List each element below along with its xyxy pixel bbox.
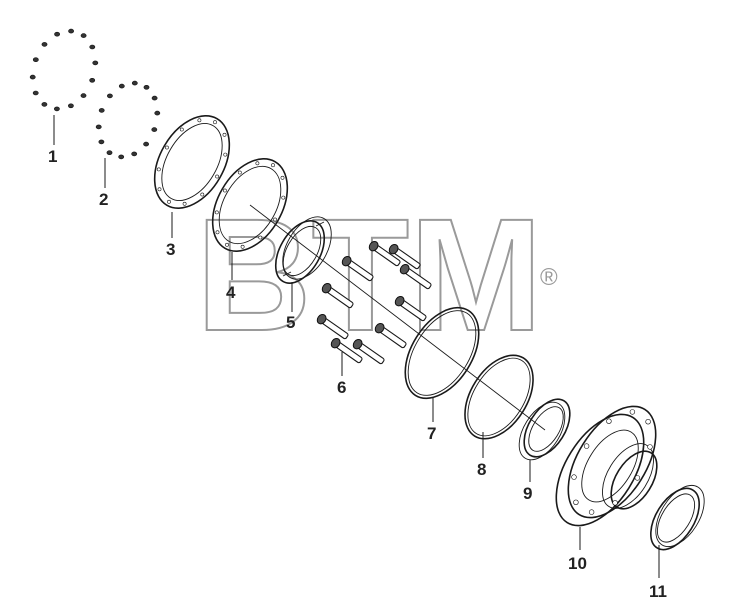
bolt-hole-icon xyxy=(223,152,228,157)
washer-icon xyxy=(131,80,138,86)
callout-4: 4 xyxy=(226,283,236,302)
registered-symbol: ® xyxy=(540,264,558,291)
washer-ring-2-icon xyxy=(95,80,161,160)
bolt-hole-icon xyxy=(214,210,219,215)
washer-icon xyxy=(80,33,87,38)
bolt-hole-icon xyxy=(629,409,636,415)
bolt-hole-icon xyxy=(588,509,595,515)
bolt-hole-icon xyxy=(182,201,187,206)
bolt-hole-icon xyxy=(255,161,260,166)
washer-icon xyxy=(54,31,60,37)
bolt-icon xyxy=(374,322,407,349)
washer-icon xyxy=(32,90,39,96)
bolt-hole-icon xyxy=(167,199,171,204)
callout-1: 1 xyxy=(48,147,57,166)
bolt-icon xyxy=(388,243,421,270)
callout-9: 9 xyxy=(523,484,532,503)
bolt-hole-icon xyxy=(200,192,205,197)
bolt-hole-icon xyxy=(215,230,220,235)
washer-icon xyxy=(29,74,36,80)
bolt-icon xyxy=(341,255,374,282)
wheel-hub-icon xyxy=(555,405,658,527)
callout-3: 3 xyxy=(166,240,175,259)
gasket-icon xyxy=(211,158,289,252)
bolt-hole-icon xyxy=(645,419,651,425)
washer-icon xyxy=(98,139,105,145)
washer-icon xyxy=(98,108,105,113)
bolt-hole-icon xyxy=(197,118,202,123)
bolt-hole-icon xyxy=(240,244,245,249)
washer-icon xyxy=(143,85,150,90)
bolt-hole-icon xyxy=(281,195,286,200)
bolt-hole-icon xyxy=(215,174,220,179)
washer-icon xyxy=(89,78,96,83)
bolt-hole-icon xyxy=(222,132,227,137)
callout-11: 11 xyxy=(649,582,667,601)
washer-icon xyxy=(118,154,125,160)
bolt-icon xyxy=(394,295,427,322)
bearing-ring-5-icon xyxy=(274,216,332,284)
bolt-icon xyxy=(352,338,385,365)
washer-icon xyxy=(151,95,158,101)
washer-icon xyxy=(118,83,125,89)
bolt-hole-icon xyxy=(179,127,184,132)
callout-8: 8 xyxy=(477,460,486,479)
bolt-hole-icon xyxy=(647,444,653,450)
bolt-hole-icon xyxy=(164,145,169,150)
o-ring-8-icon xyxy=(464,354,534,440)
leader-lines xyxy=(53,115,660,578)
bolt-set-icon xyxy=(316,240,432,365)
bolt-hole-icon xyxy=(271,163,275,168)
bolt-hole-icon xyxy=(156,167,161,172)
bolt-hole-icon xyxy=(213,120,217,125)
bolt-icon xyxy=(368,240,401,267)
washer-icon xyxy=(68,28,74,34)
washer-icon xyxy=(154,110,161,116)
washer-ring-1-icon xyxy=(29,28,99,112)
washer-icon xyxy=(41,102,48,107)
callout-10: 10 xyxy=(568,554,587,573)
bolt-hole-icon xyxy=(273,217,278,222)
bolt-hole-icon xyxy=(280,175,285,180)
washer-icon xyxy=(131,151,138,157)
bolt-icon xyxy=(330,337,363,364)
washer-icon xyxy=(107,93,113,99)
washer-icon xyxy=(54,106,60,112)
bolt-hole-icon xyxy=(583,443,590,449)
bolt-icon xyxy=(321,282,354,309)
bolt-icon xyxy=(316,313,349,340)
bolt-hole-icon xyxy=(157,187,162,192)
bolt-hole-icon xyxy=(573,499,579,505)
washer-icon xyxy=(41,42,48,47)
washer-icon xyxy=(95,124,102,130)
washer-icon xyxy=(106,150,113,155)
washer-icon xyxy=(80,93,87,98)
bolt-hole-icon xyxy=(571,474,577,480)
bolt-hole-icon xyxy=(634,475,641,481)
assembly-axis-line xyxy=(249,204,546,431)
bolt-icon xyxy=(399,263,432,290)
callout-5: 5 xyxy=(286,313,295,332)
bolt-hole-icon xyxy=(258,235,263,240)
o-ring-7-icon xyxy=(404,306,480,400)
callout-7: 7 xyxy=(427,424,436,443)
callout-6: 6 xyxy=(337,378,346,397)
bolt-hole-icon xyxy=(237,170,242,175)
callout-2: 2 xyxy=(99,190,108,209)
washer-icon xyxy=(32,57,39,63)
bearing-ring-11-icon xyxy=(650,485,705,551)
washer-icon xyxy=(89,44,96,50)
callout-labels: 1 2 3 4 5 6 7 8 9 10 11 xyxy=(48,147,667,601)
flange-cover-icon xyxy=(153,115,231,209)
washer-icon xyxy=(68,103,74,109)
washer-icon xyxy=(92,60,99,66)
bolt-hole-icon xyxy=(612,500,618,506)
bolt-hole-icon xyxy=(606,418,612,424)
washer-icon xyxy=(151,127,158,132)
watermark: BTM ® xyxy=(195,184,558,365)
washer-icon xyxy=(143,141,149,147)
bolt-hole-icon xyxy=(222,188,227,193)
bolt-hole-icon xyxy=(225,242,229,247)
